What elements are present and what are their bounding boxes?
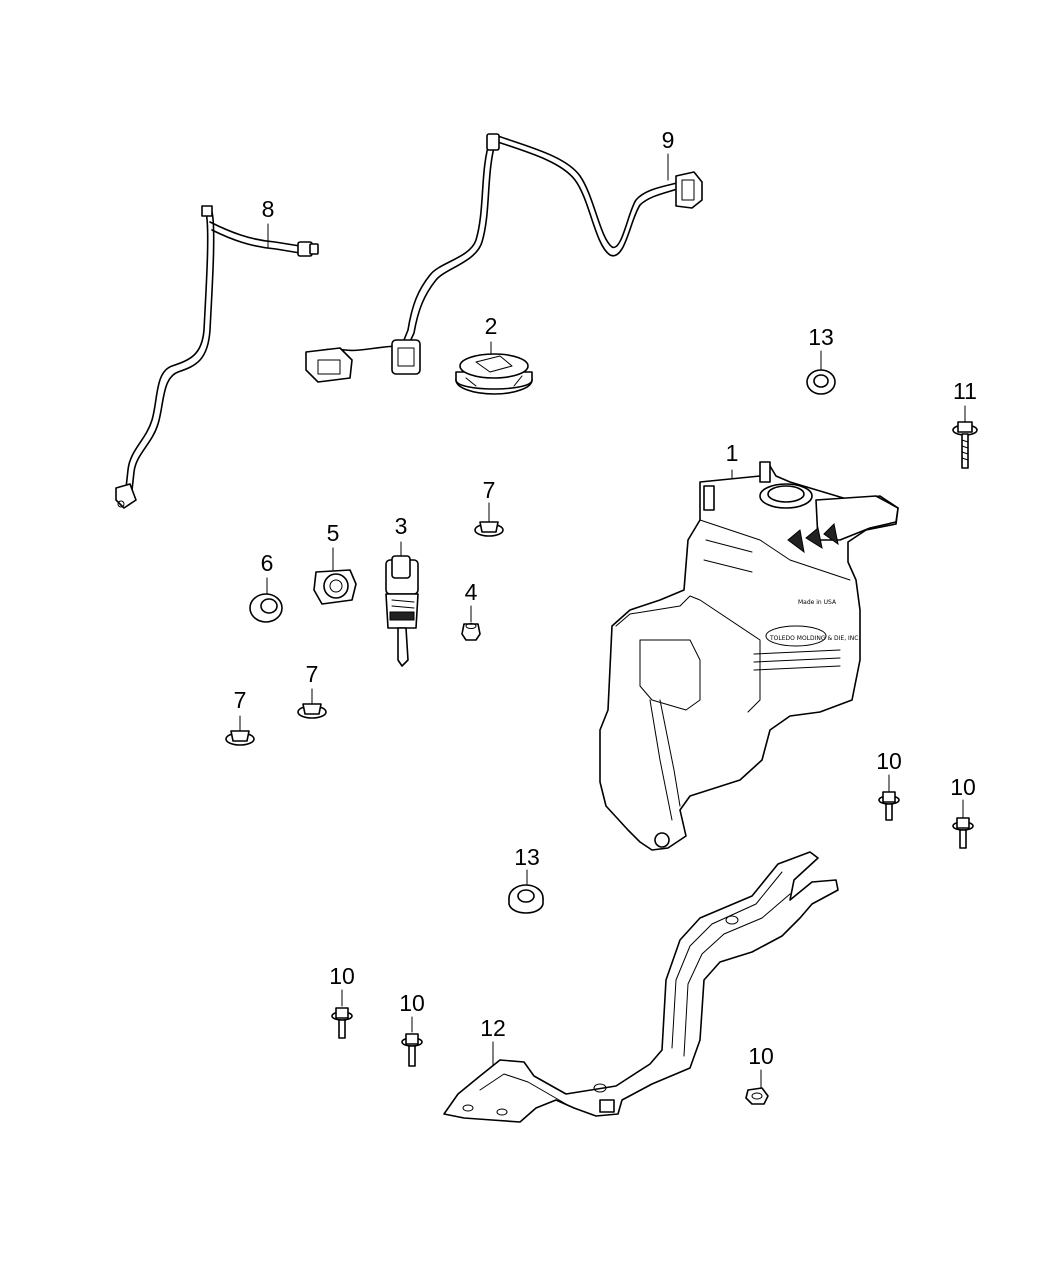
pump-seal-5 [313,569,357,605]
bolt-10a [878,791,900,821]
callout-10e: 10 [748,1043,774,1069]
bolt-10b [952,817,974,849]
callout-7c: 7 [233,687,247,713]
wiring-harness [305,133,703,383]
grommet-top [806,369,836,395]
callout-10a: 10 [876,748,902,774]
reservoir-made-in-text: Made in USA [798,599,837,606]
bolt-10e [745,1087,769,1105]
washer-pump [385,555,419,667]
bolt-11 [952,421,978,469]
callout-11: 11 [953,378,977,404]
bolt-10c [331,1007,353,1039]
callout-13a: 13 [808,324,834,350]
callout-13b: 13 [514,844,540,870]
grommet-6 [249,593,283,623]
reservoir-supplier-text: TOLEDO MOLDING & DIE, INC. [769,635,860,642]
push-pin-7c [225,730,255,746]
nut-4 [461,623,481,641]
push-pin-7b [297,703,327,719]
callout-8: 8 [261,196,275,222]
callout-6: 6 [260,550,274,576]
callout-3: 3 [394,513,408,539]
callout-7b: 7 [305,661,319,687]
callout-9: 9 [661,127,675,153]
level-sensor-cap [455,353,533,395]
callout-5: 5 [326,520,340,546]
callout-10d: 10 [399,990,425,1016]
callout-10b: 10 [950,774,976,800]
grommet-bottom [508,884,544,914]
leader-lines [239,153,966,1089]
callout-1: 1 [725,440,739,466]
callout-7a: 7 [482,477,496,503]
callout-2: 2 [484,313,498,339]
push-pin-7a [474,521,504,537]
washer-reservoir: TOLEDO MOLDING & DIE, INC. Made in USA [599,461,899,851]
washer-hose [115,205,319,509]
callout-10c: 10 [329,963,355,989]
callout-4: 4 [464,579,478,605]
mounting-bracket [443,851,839,1123]
bolt-10d [401,1033,423,1067]
callout-12: 12 [480,1015,506,1041]
